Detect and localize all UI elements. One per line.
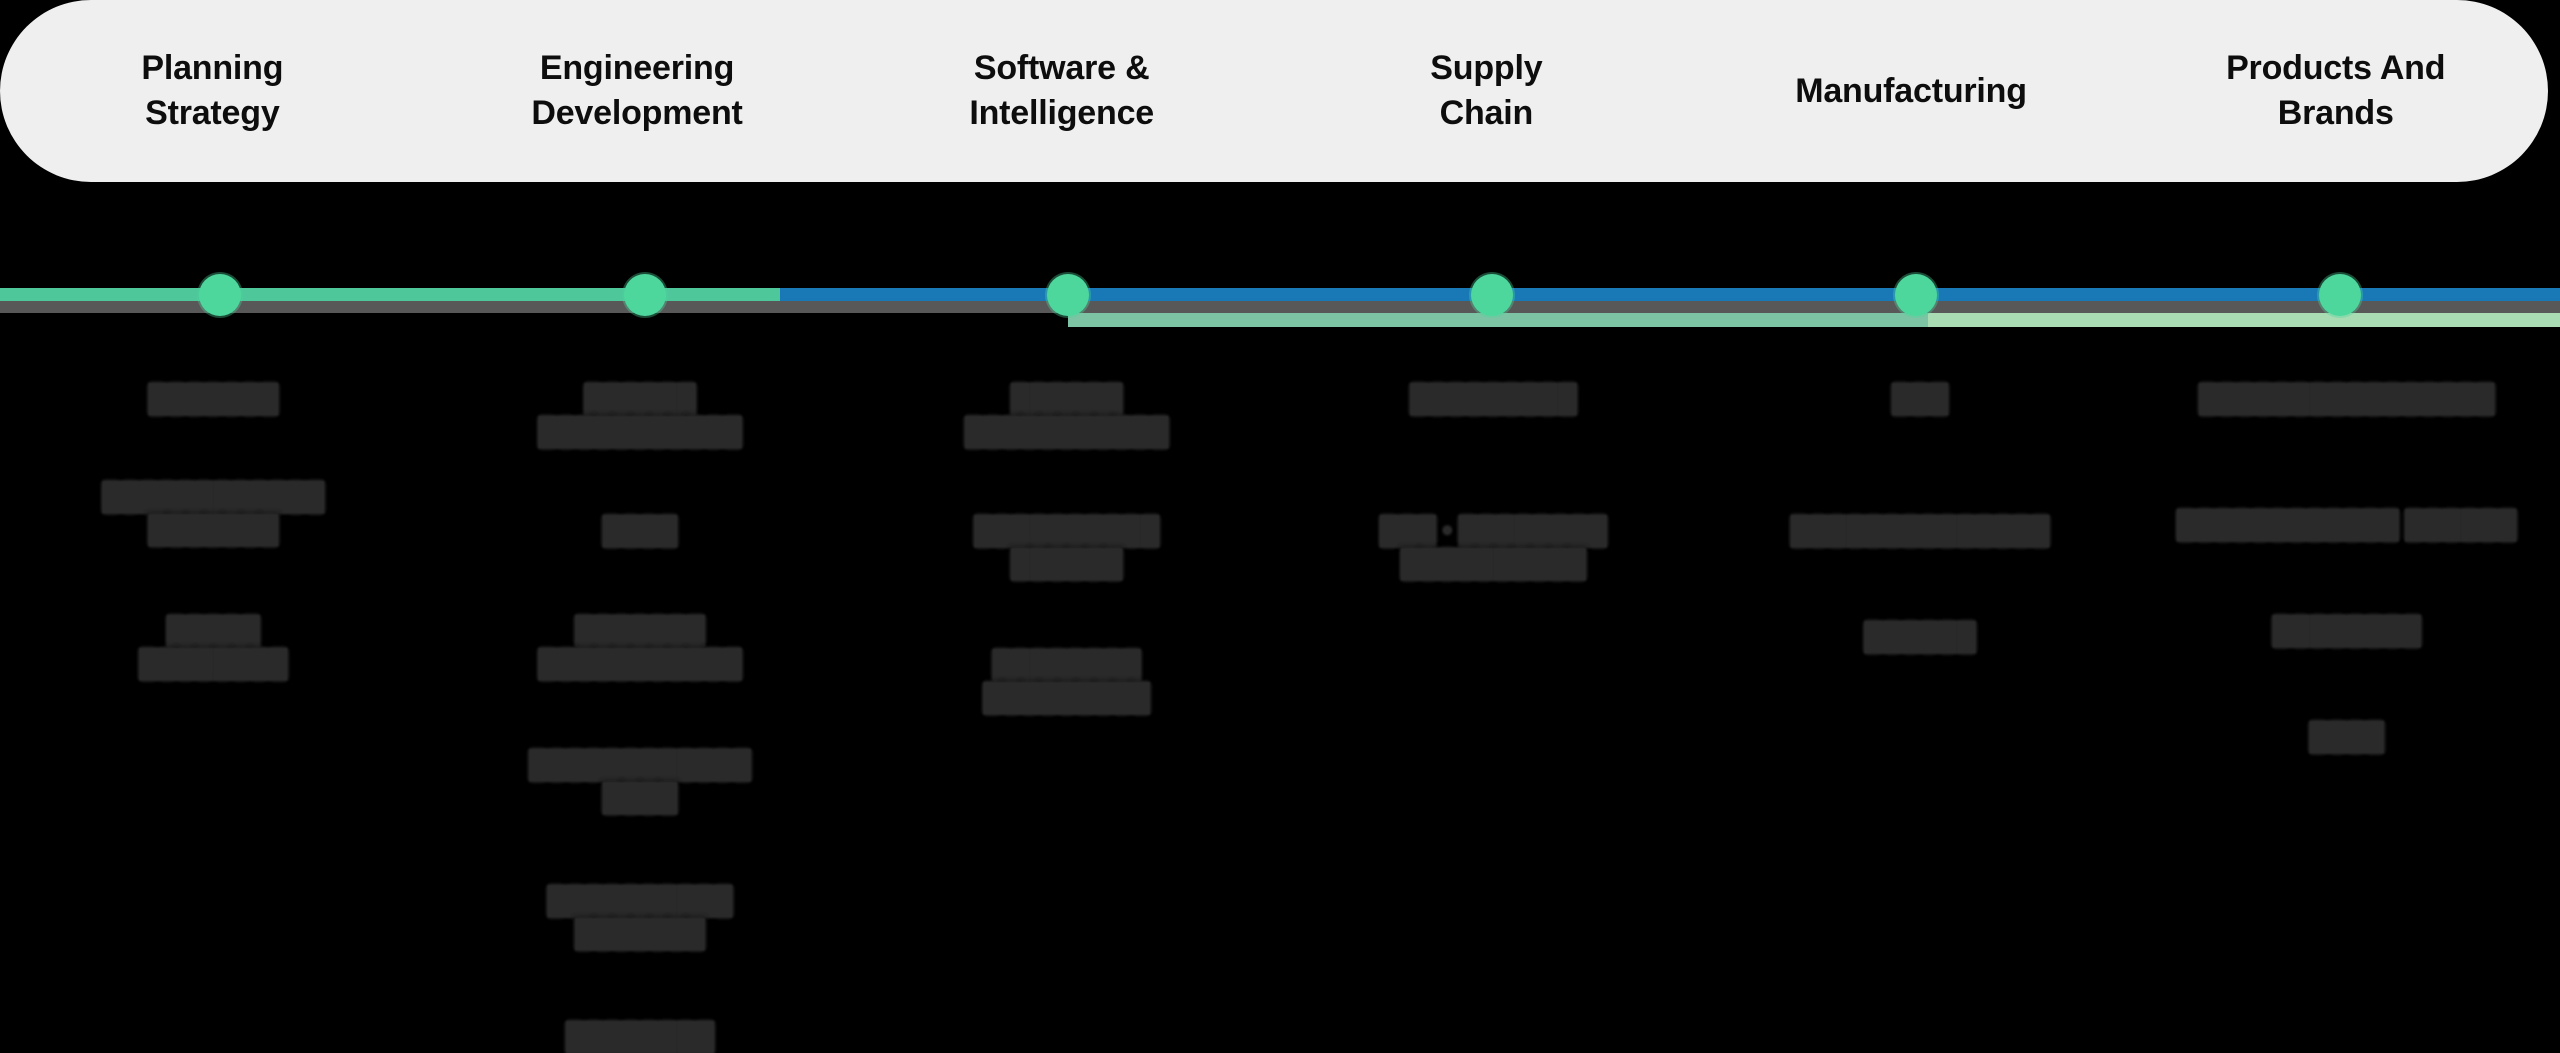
timeline-rail-gray (0, 301, 2560, 313)
list-item[interactable]: ███████ (148, 383, 278, 413)
content-column-supply-chain: █████████ ███ • ████████ ██████████ (1280, 342, 1707, 1035)
list-item[interactable]: ████████████ ███████ (102, 481, 324, 545)
content-column-planning-strategy: ███████ ████████████ ███████ █████ █████… (0, 342, 427, 1035)
list-item[interactable]: ███ (1892, 383, 1948, 413)
list-item[interactable]: █████████ (1410, 383, 1577, 413)
content-column-engineering-development: ██████ ███████████ ████ ███████ ████████… (427, 342, 854, 1051)
content-column-manufacturing: ███ ██████████████ ██████ (1707, 342, 2134, 1035)
header-title: Planning Strategy (141, 49, 284, 132)
header-title: Software & Intelligence (969, 49, 1154, 132)
list-item[interactable]: ████████ (566, 1021, 714, 1051)
list-item[interactable]: ████ (2309, 721, 2384, 751)
timeline-node-planning-strategy[interactable] (199, 274, 241, 316)
header-title: Manufacturing (1795, 71, 2027, 110)
header-column-engineering-development[interactable]: Engineering Development (425, 0, 850, 182)
list-item[interactable]: ████████ █████████ (983, 649, 1150, 713)
list-item[interactable]: ████████████████ (2199, 383, 2495, 413)
list-item[interactable]: ██████████ ██████ (974, 515, 1159, 579)
list-item[interactable]: ██████████ ███████ (547, 885, 733, 949)
list-item[interactable]: ██████ (1864, 621, 1976, 651)
timeline-node-software-intelligence[interactable] (1047, 274, 1089, 316)
list-item[interactable]: ████████ (2273, 615, 2421, 645)
header-title: Engineering Development (531, 49, 743, 132)
timeline-rail-blue (780, 288, 2560, 301)
header-title: Supply Chain (1430, 49, 1543, 132)
list-item[interactable]: ███ • ████████ ██████████ (1380, 515, 1607, 579)
list-item[interactable]: ██████ ███████████ (965, 383, 1168, 447)
content-column-software-intelligence: ██████ ███████████ ██████████ ██████ ███… (853, 342, 1280, 1035)
timeline-node-engineering-development[interactable] (624, 274, 666, 316)
header-column-software-intelligence[interactable]: Software & Intelligence (849, 0, 1274, 182)
list-item[interactable]: ██████████████ (1791, 515, 2049, 545)
header-column-planning-strategy[interactable]: Planning Strategy (0, 0, 425, 182)
header-pill: Planning Strategy Engineering Developmen… (0, 0, 2548, 182)
timeline-node-manufacturing[interactable] (1895, 274, 1937, 316)
timeline-band (0, 182, 2560, 342)
header-column-products-and-brands[interactable]: Products And Brands (2123, 0, 2548, 182)
content-columns: ███████ ████████████ ███████ █████ █████… (0, 342, 2560, 1051)
list-item[interactable]: ████ (603, 515, 677, 545)
list-item[interactable]: █████ ████████ (139, 615, 288, 679)
timeline-rail-light-green-shaded (1068, 313, 1928, 327)
content-column-products-and-brands: ████████████████ ████████████ ██████ ███… (2133, 342, 2560, 1035)
list-item[interactable]: ████████████ ██████ (2177, 509, 2517, 539)
list-item[interactable]: ████████████ ████ (529, 749, 751, 813)
header-column-list: Planning Strategy Engineering Developmen… (0, 0, 2548, 182)
timeline-node-supply-chain[interactable] (1471, 274, 1513, 316)
list-item[interactable]: ██████ ███████████ (538, 383, 742, 447)
list-item[interactable]: ███████ ███████████ (538, 615, 742, 679)
timeline-node-products-and-brands[interactable] (2319, 274, 2361, 316)
header-column-supply-chain[interactable]: Supply Chain (1274, 0, 1699, 182)
header-column-manufacturing[interactable]: Manufacturing (1699, 0, 2124, 182)
header-title: Products And Brands (2226, 49, 2446, 132)
